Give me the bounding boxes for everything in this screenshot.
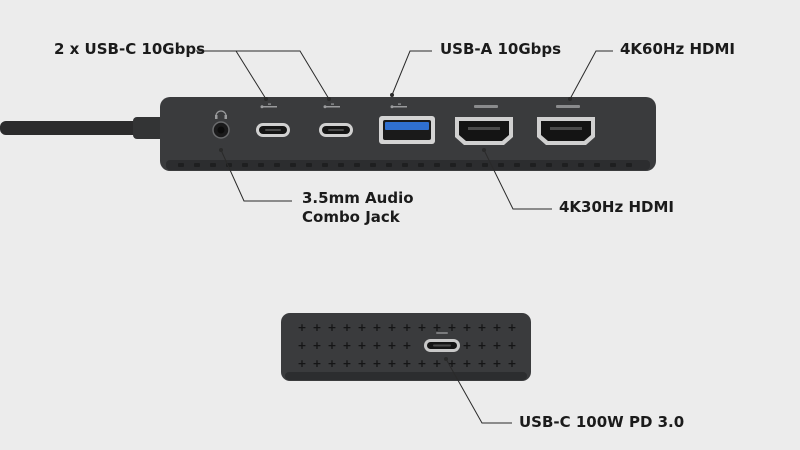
svg-text:+: + bbox=[357, 357, 366, 370]
svg-text:+: + bbox=[492, 357, 501, 370]
svg-text:+: + bbox=[327, 339, 336, 352]
callout-hdmi-4k60-text: 4K60Hz HDMI bbox=[620, 40, 735, 58]
svg-text:+: + bbox=[417, 321, 426, 334]
svg-text:+: + bbox=[342, 321, 351, 334]
svg-text:+: + bbox=[312, 321, 321, 334]
svg-text:+: + bbox=[372, 321, 381, 334]
svg-text:+: + bbox=[462, 321, 471, 334]
hdmi-port-2 bbox=[455, 117, 513, 145]
svg-text:+: + bbox=[312, 339, 321, 352]
svg-text:+: + bbox=[477, 357, 486, 370]
usb-cable bbox=[0, 121, 162, 135]
power-supply-body bbox=[281, 313, 531, 381]
callout-usb-c-ports-text: 2 x USB-C 10Gbps bbox=[54, 40, 206, 58]
leader-usbc-2 bbox=[196, 50, 330, 100]
callout-hdmi-4k30: 4K30Hz HDMI bbox=[559, 198, 674, 217]
svg-text:+: + bbox=[432, 357, 441, 370]
svg-text:+: + bbox=[477, 339, 486, 352]
cable-strain-relief bbox=[133, 117, 165, 139]
leader-audio bbox=[220, 149, 292, 202]
callout-usb-a-port: USB-A 10Gbps bbox=[440, 40, 561, 59]
svg-text:+: + bbox=[402, 321, 411, 334]
svg-text:+: + bbox=[507, 339, 516, 352]
callout-audio-line-2: Combo Jack bbox=[302, 208, 400, 226]
leader-hdmi30 bbox=[483, 149, 552, 210]
svg-text:+: + bbox=[327, 321, 336, 334]
leader-pd bbox=[445, 358, 512, 424]
svg-text:+: + bbox=[372, 339, 381, 352]
svg-text:+: + bbox=[417, 357, 426, 370]
callout-audio-line-1: 3.5mm Audio bbox=[302, 189, 414, 207]
svg-text:+: + bbox=[447, 321, 456, 334]
hdmi-2-label-mark bbox=[474, 105, 498, 108]
svg-text:+: + bbox=[357, 321, 366, 334]
power-supply-vent-grid: + + + + + + + + + + + + + + + + + + + + + + + + + + + + + + + + + + + + +… bbox=[297, 321, 516, 370]
audio-jack-port bbox=[212, 121, 230, 139]
svg-text:+: + bbox=[432, 321, 441, 334]
svg-text:+: + bbox=[402, 339, 411, 352]
usb-symbol-icon bbox=[323, 103, 340, 109]
headphone-icon bbox=[215, 110, 227, 119]
leader-usba bbox=[391, 50, 432, 96]
callout-usb-c-pd: USB-C 100W PD 3.0 bbox=[519, 413, 684, 432]
svg-text:+: + bbox=[297, 321, 306, 334]
svg-text:+: + bbox=[492, 321, 501, 334]
svg-text:+: + bbox=[402, 357, 411, 370]
callout-hdmi-4k60: 4K60Hz HDMI bbox=[620, 40, 735, 59]
callout-audio-jack: 3.5mm Audio Combo Jack bbox=[302, 189, 414, 227]
usb-symbol-icon bbox=[390, 103, 407, 109]
svg-text:+: + bbox=[342, 357, 351, 370]
svg-text:+: + bbox=[462, 357, 471, 370]
usb-c-port-1 bbox=[256, 123, 290, 137]
hdmi-port-1 bbox=[537, 117, 595, 145]
hdmi-1-label-mark bbox=[556, 105, 580, 108]
pd-port-label-mark bbox=[436, 332, 448, 334]
svg-text:+: + bbox=[312, 357, 321, 370]
svg-text:+: + bbox=[507, 357, 516, 370]
svg-text:+: + bbox=[387, 321, 396, 334]
svg-text:+: + bbox=[327, 357, 336, 370]
svg-text:+: + bbox=[387, 357, 396, 370]
usb-c-port-2 bbox=[319, 123, 353, 137]
pd-usb-c-port bbox=[424, 339, 460, 352]
callout-usb-a-port-text: USB-A 10Gbps bbox=[440, 40, 562, 58]
svg-text:+: + bbox=[297, 357, 306, 370]
leader-usbc-1 bbox=[196, 50, 267, 100]
dock-vent-slots bbox=[178, 163, 632, 167]
svg-text:+: + bbox=[357, 339, 366, 352]
svg-text:+: + bbox=[462, 339, 471, 352]
usb-symbol-icon bbox=[260, 103, 277, 109]
svg-text:+: + bbox=[477, 321, 486, 334]
svg-text:+: + bbox=[447, 357, 456, 370]
usb-a-port bbox=[379, 116, 435, 144]
svg-text:+: + bbox=[297, 339, 306, 352]
svg-text:+: + bbox=[507, 321, 516, 334]
leader-hdmi60 bbox=[569, 50, 613, 100]
power-supply-bottom-edge bbox=[285, 372, 527, 380]
callout-usb-c-pd-text: USB-C 100W PD 3.0 bbox=[519, 413, 685, 431]
svg-text:+: + bbox=[387, 339, 396, 352]
leader-dots bbox=[219, 93, 572, 361]
callout-hdmi-4k30-text: 4K30Hz HDMI bbox=[559, 198, 674, 216]
leader-lines bbox=[196, 50, 613, 424]
svg-text:+: + bbox=[372, 357, 381, 370]
callout-usb-c-ports: 2 x USB-C 10Gbps bbox=[54, 40, 205, 59]
svg-text:+: + bbox=[342, 339, 351, 352]
svg-text:+: + bbox=[492, 339, 501, 352]
